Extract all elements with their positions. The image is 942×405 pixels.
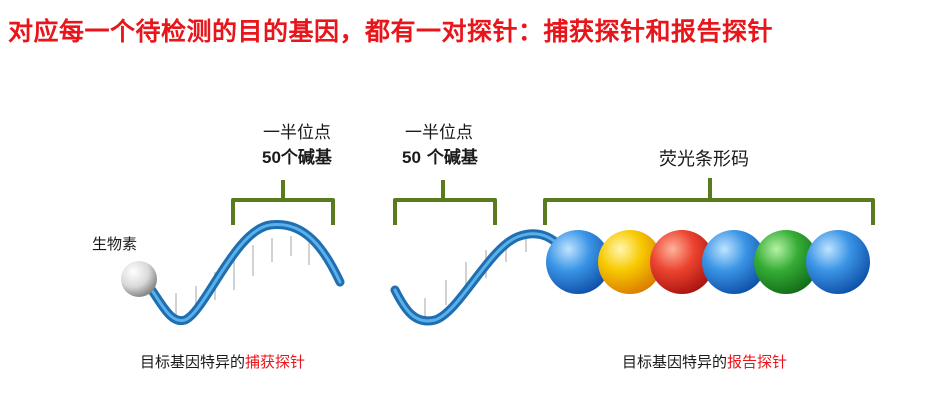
- capture-base-count-label: 50个碱基: [262, 143, 332, 168]
- reporter-half-site-label: 一半位点: [405, 123, 473, 143]
- capture-caption-highlight: 捕获探针: [245, 353, 306, 371]
- fluorescent-barcode: [546, 230, 870, 294]
- capture-base-count: 50: [262, 148, 281, 167]
- barcode-bead-green: [754, 230, 818, 294]
- biotin-sphere: [121, 261, 157, 297]
- capture-caption-prefix: 目标基因特异的: [140, 353, 246, 371]
- reporter-base-count-label: 50 个碱基: [402, 143, 478, 168]
- barcode-bracket: [543, 178, 875, 225]
- capture-base-unit: 个碱基: [280, 148, 332, 168]
- barcode-label: 荧光条形码: [659, 149, 749, 170]
- reporter-caption-prefix: 目标基因特异的: [622, 353, 728, 371]
- reporter-site-bracket: [393, 180, 497, 225]
- biotin-label: 生物素: [92, 235, 138, 253]
- reporter-caption: 目标基因特异的报告探针: [622, 351, 787, 372]
- barcode-bead-red: [650, 230, 714, 294]
- barcode-bead-blue: [546, 230, 610, 294]
- barcode-bead-blue: [806, 230, 870, 294]
- reporter-caption-highlight: 报告探针: [727, 353, 788, 371]
- capture-half-site-label: 一半位点: [263, 123, 331, 143]
- barcode-bead-yellow: [598, 230, 662, 294]
- capture-caption: 目标基因特异的捕获探针: [140, 351, 305, 372]
- capture-site-bracket: [231, 180, 335, 225]
- reporter-base-count: 50: [402, 148, 421, 167]
- page-title: 对应每一个待检测的目的基因，都有一对探针：捕获探针和报告探针: [8, 17, 774, 46]
- reporter-base-unit: 个碱基: [420, 148, 478, 168]
- barcode-bead-blue: [702, 230, 766, 294]
